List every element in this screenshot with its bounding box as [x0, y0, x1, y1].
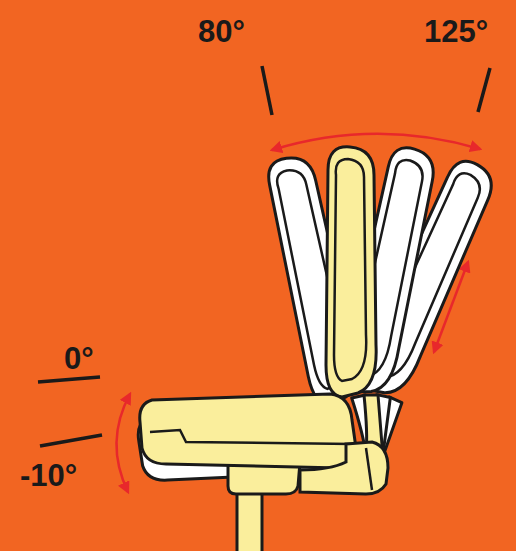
angle-label: 80°: [198, 16, 245, 47]
angle-label: -10°: [20, 460, 77, 491]
seat: [140, 394, 356, 468]
angle-label: 0°: [64, 343, 94, 374]
chair-pole: [237, 490, 262, 551]
angle-label: 125°: [424, 16, 488, 47]
tilt-mechanism: [300, 442, 388, 494]
